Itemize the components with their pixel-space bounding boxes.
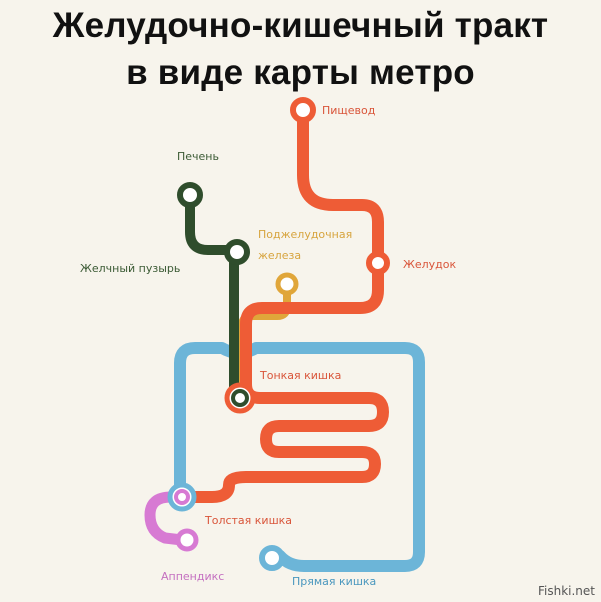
- station-pancreas: [275, 272, 299, 296]
- station-liver: [177, 182, 203, 208]
- label-gallbladder: Желчный пузырь: [80, 262, 180, 275]
- bile-line: [185, 190, 239, 400]
- title-line-1: Желудочно-кишечный тракт: [52, 6, 549, 45]
- station-small-intestine-inner: [231, 389, 249, 407]
- station-stomach: [366, 251, 390, 275]
- digestive-line: [176, 106, 389, 503]
- label-appendix: Аппендикс: [161, 570, 224, 583]
- label-stomach: Желудок: [403, 258, 456, 271]
- label-small-intestine: Тонкая кишка: [259, 369, 341, 382]
- station-large-intestine-inner: [174, 489, 190, 505]
- station-appendix: [175, 528, 199, 552]
- label-rectum: Прямая кишка: [292, 575, 376, 588]
- station-gallbladder: [224, 239, 250, 265]
- label-pancreas-2: железа: [258, 249, 301, 262]
- appendix-line: [144, 491, 188, 546]
- label-liver: Печень: [177, 150, 219, 163]
- title-line-2: в виде карты метро: [126, 53, 475, 92]
- station-rectum: [259, 545, 285, 571]
- label-pancreas-1: Поджелудочная: [258, 228, 352, 241]
- colon-line: [174, 342, 425, 572]
- watermark: Fishki.net: [537, 584, 595, 598]
- label-esophagus: Пищевод: [322, 104, 376, 117]
- label-large-intestine: Толстая кишка: [204, 514, 292, 527]
- station-esophagus: [290, 97, 316, 123]
